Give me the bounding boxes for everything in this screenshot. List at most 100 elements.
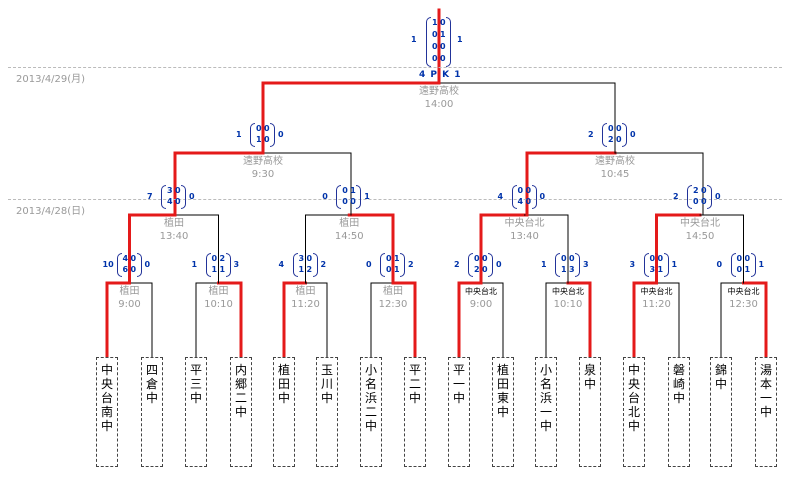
total-score-left: 1	[191, 260, 198, 269]
half-score: 0	[440, 54, 446, 63]
score-bracket	[602, 123, 607, 147]
total-score-left: 7	[147, 192, 153, 201]
half-score: 0	[432, 30, 438, 39]
total-score-left: 2	[454, 260, 460, 269]
match-venue: 中央台北	[680, 218, 720, 229]
total-score-right: 0	[630, 130, 636, 139]
team-name: 中 央 台 北 中	[627, 363, 640, 433]
match-time: 9:30	[251, 169, 275, 180]
total-score-left: 0	[716, 260, 723, 269]
date-label-day2: 2013/4/29(月)	[16, 74, 86, 85]
match-venue: 植田	[339, 218, 360, 229]
half-score: 3	[569, 265, 575, 274]
total-score-left: 1	[236, 130, 242, 139]
match-time: 12:30	[378, 299, 408, 310]
score-bracket	[750, 253, 756, 277]
half-score: 0	[482, 254, 488, 263]
score-bracket	[426, 17, 431, 67]
total-score-right: 0	[278, 130, 284, 139]
match-venue: 植田	[164, 218, 184, 229]
team-name: 中 央 台 南 中	[100, 363, 113, 433]
half-score: 1	[394, 265, 400, 274]
team-box: 小 名 浜 二 中	[360, 357, 382, 467]
half-score: 2	[219, 254, 226, 263]
score-bracket	[225, 253, 231, 277]
half-score: 1	[440, 30, 446, 39]
half-score: 6	[122, 265, 129, 274]
date-divider	[8, 67, 782, 68]
score-bracket	[292, 253, 298, 277]
total-score-right: 3	[583, 260, 589, 269]
score-bracket	[161, 185, 166, 209]
match-venue: 中央台北	[640, 287, 673, 296]
match-venue: 中央台北	[504, 218, 545, 229]
half-score: 1	[350, 186, 356, 195]
total-score-right: 2	[320, 260, 327, 269]
match-time: 9:00	[118, 299, 141, 310]
match-time: 11:20	[291, 299, 320, 310]
team-box: 錦 中	[710, 357, 732, 467]
date-divider	[8, 199, 782, 200]
team-box: 小 名 浜 一 中	[535, 357, 557, 467]
total-score-right: 0	[715, 192, 721, 201]
score-bracket	[707, 185, 712, 209]
score-bracket	[730, 253, 736, 277]
match-info: 植田 12:30	[363, 285, 423, 311]
match-time: 13:40	[510, 231, 539, 242]
half-score: 1	[298, 265, 305, 274]
half-score: 0	[616, 135, 622, 144]
total-score-right: 0	[144, 260, 151, 269]
match-time: 10:45	[600, 169, 630, 180]
half-score: 4	[167, 197, 173, 206]
team-box: 平 一 中	[448, 357, 470, 467]
half-score: 0	[525, 197, 532, 206]
half-score: 1	[657, 265, 664, 274]
half-score: 0	[264, 135, 270, 144]
half-score: 3	[167, 186, 173, 195]
score-bracket	[555, 253, 560, 277]
match-venue: 植田	[383, 286, 403, 297]
half-score: 1	[394, 254, 400, 263]
score-bracket	[400, 253, 405, 277]
team-box: 玉 川 中	[316, 357, 338, 467]
team-name: 錦 中	[714, 363, 727, 391]
half-score: 0	[561, 254, 567, 263]
half-score: 2	[608, 135, 614, 144]
match-venue: 遠野高校	[243, 156, 283, 167]
team-name: 内 郷 二 中	[234, 363, 247, 419]
match-time: 13:40	[159, 231, 189, 242]
match-info: 植田 13:40	[144, 217, 204, 243]
total-score-left: 1	[411, 35, 417, 44]
team-box: 泉 中	[579, 357, 601, 467]
team-name: 平 二 中	[408, 363, 421, 405]
total-score-right: 0	[539, 192, 546, 201]
team-name: 植 田 中	[277, 363, 290, 405]
half-score: 0	[440, 18, 446, 27]
team-box: 内 郷 二 中	[230, 357, 252, 467]
half-score: 0	[130, 254, 137, 263]
score-bracket	[663, 253, 669, 277]
team-name: 小 名 浜 二 中	[364, 363, 377, 433]
total-score-left: 2	[588, 130, 594, 139]
half-score: 1	[744, 265, 751, 274]
score-bracket	[468, 253, 473, 277]
score-bracket	[531, 185, 537, 209]
team-name: 小 名 浜 一 中	[539, 363, 552, 433]
score-bracket	[643, 253, 649, 277]
total-score-right: 0	[189, 192, 195, 201]
half-score: 2	[693, 186, 699, 195]
match-time: 10:10	[553, 299, 583, 310]
team-name: 泉 中	[583, 363, 596, 391]
total-score-right: 1	[671, 260, 678, 269]
half-score: 1	[219, 265, 226, 274]
half-score: 0	[736, 265, 743, 274]
half-score: 0	[649, 254, 656, 263]
half-score: 0	[130, 265, 137, 274]
half-score: 0	[569, 254, 575, 263]
total-score-left: 0	[322, 192, 328, 201]
half-score: 1	[432, 18, 438, 27]
total-score-right: 3	[233, 260, 240, 269]
